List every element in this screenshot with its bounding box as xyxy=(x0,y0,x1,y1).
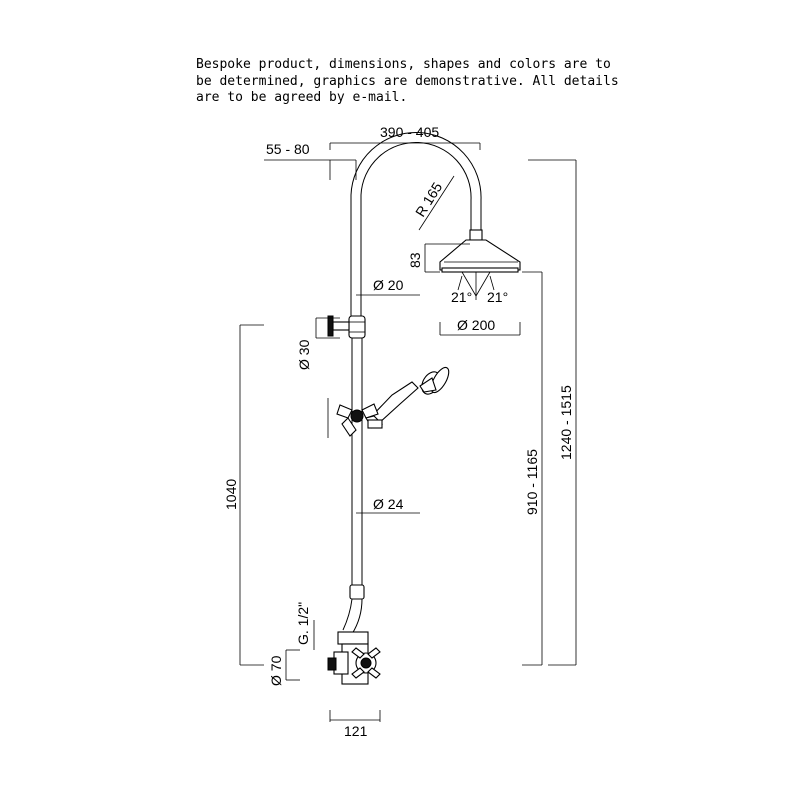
dim-height-rail: 1040 xyxy=(223,479,239,510)
dim-thread: G. 1/2" xyxy=(295,602,311,645)
disclaimer-line-2: be determined, graphics are demonstrativ… xyxy=(196,73,619,89)
dim-angle-left: 21° xyxy=(451,289,472,305)
dim-height-total: 1240 - 1515 xyxy=(558,385,574,460)
dim-radius: R 165 xyxy=(412,179,445,219)
disclaimer-line-3: are to be agreed by e-mail. xyxy=(196,90,408,105)
dim-height-head: 910 - 1165 xyxy=(524,449,540,515)
dim-reach: 390 - 405 xyxy=(380,124,439,140)
dim-bracket: Ø 30 xyxy=(296,339,312,370)
dim-valve-diameter: Ø 70 xyxy=(268,655,284,686)
disclaimer-note: Bespoke product, dimensions, shapes and … xyxy=(196,57,619,107)
dim-head-height: 83 xyxy=(407,252,423,268)
wall-bracket xyxy=(327,315,350,337)
slider-cross-handle xyxy=(336,403,383,437)
dim-pipe-upper: Ø 20 xyxy=(373,277,404,293)
dim-pipe-lower: Ø 24 xyxy=(373,496,404,512)
dim-head-diameter: Ø 200 xyxy=(457,317,495,333)
dim-angle-right: 21° xyxy=(487,289,508,305)
dim-offset: 55 - 80 xyxy=(266,141,310,157)
shower-head xyxy=(439,229,521,300)
hand-shower xyxy=(369,366,450,425)
dimension-lines xyxy=(239,142,577,722)
disclaimer-line-1: Bespoke product, dimensions, shapes and … xyxy=(196,57,611,72)
mixer-valve xyxy=(327,631,381,685)
shower-pipe xyxy=(342,131,482,635)
dim-valve-width: 121 xyxy=(344,723,368,739)
